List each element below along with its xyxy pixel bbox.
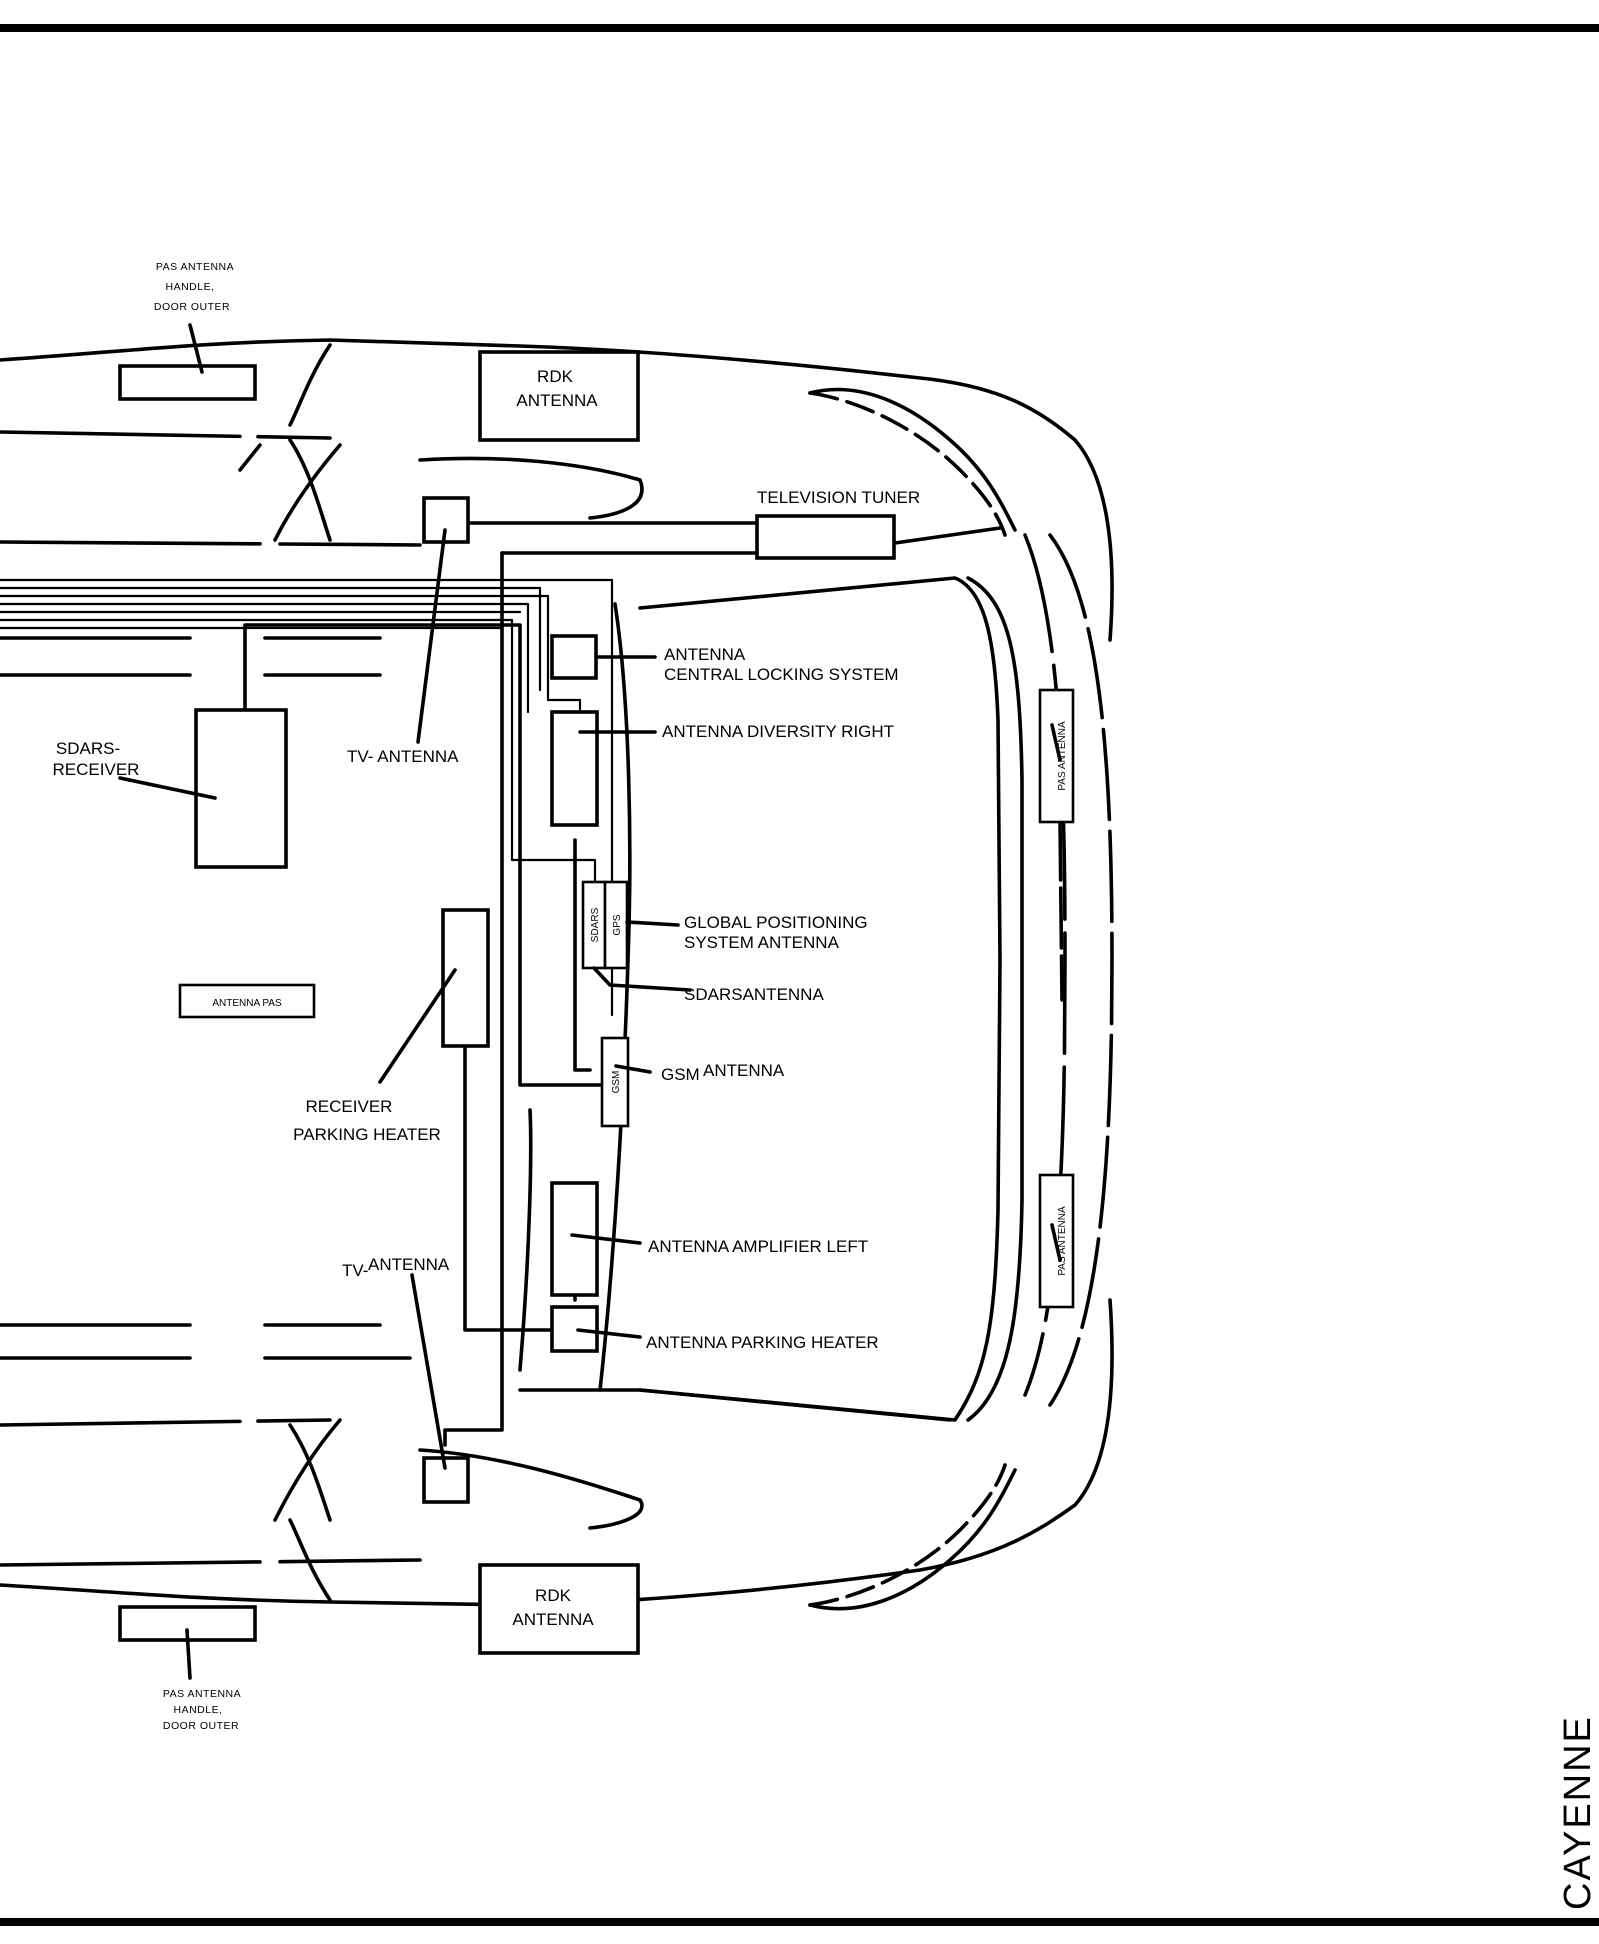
sdars-antenna-label: SDARSANTENNA [684,985,824,1004]
page-border [0,24,1599,1926]
sdars-receiver-label-2: RECEIVER [53,760,140,779]
pas-antenna-handle-top-box [118,364,257,401]
gsm-antenna-box [600,1036,630,1128]
gsm-box-label: GSM [611,1071,622,1094]
tv-antenna-bottom-prefix: TV- [342,1261,368,1280]
rdk-antenna-top-label-1: RDK [537,367,574,386]
pas-antenna-rear-lower-box [1038,1173,1075,1309]
antenna-central-locking-label-2: CENTRAL LOCKING SYSTEM [664,665,899,684]
television-tuner-label: TELEVISION TUNER [757,488,920,507]
rdk-antenna-top-box [478,350,640,442]
pas-handle-bottom-label-3: DOOR OUTER [163,1720,239,1732]
gsm-antenna-prefix: GSM [661,1065,700,1084]
antenna-amplifier-left-label: ANTENNA AMPLIFIER LEFT [648,1237,868,1256]
rdk-antenna-bottom-label-2: ANTENNA [512,1610,594,1629]
pas-antenna-rear-lower-label: PAS ANTENNA [1057,1206,1068,1276]
television-tuner-box [755,514,896,560]
sdars-receiver-label-1: SDARS- [56,739,120,758]
receiver-parking-heater-label-2: PARKING HEATER [293,1125,441,1144]
gsm-antenna-label: ANTENNA [703,1061,785,1080]
model-name: CAYENNE [1557,1715,1599,1910]
antenna-pas-box [178,983,316,1019]
component-boxes [118,350,1075,1655]
tv-antenna-top-label: TV- ANTENNA [347,747,459,766]
antenna-pas-label: ANTENNA PAS [212,998,282,1009]
sdars-box-label: SDARS [590,907,601,942]
tv-antenna-bottom-label: ANTENNA [368,1255,450,1274]
diagram-labels: RDK ANTENNA RDK ANTENNA PAS ANTENNA HAND… [53,261,1599,1910]
sdars-receiver-box [194,708,288,869]
leader-lines [118,323,1062,1680]
rdk-antenna-top-label-2: ANTENNA [516,391,598,410]
antenna-central-locking-label-1: ANTENNA [664,645,746,664]
receiver-parking-heater-label-1: RECEIVER [306,1097,393,1116]
pas-antenna-rear-upper-box [1038,688,1075,824]
gps-box-label: GPS [612,914,623,935]
antenna-diversity-right-label: ANTENNA DIVERSITY RIGHT [662,722,894,741]
antenna-diversity-right-box [550,710,599,827]
pas-handle-bottom-label-2: HANDLE, [173,1704,222,1716]
tv-antenna-bottom-box [422,1456,470,1504]
antenna-central-locking-box [550,634,598,680]
antenna-amplifier-left-box [550,1181,599,1297]
wiring-harness [0,521,1002,1447]
pas-handle-top-label-1: PAS ANTENNA [156,261,234,273]
gps-antenna-label-2: SYSTEM ANTENNA [684,933,840,952]
rdk-antenna-bottom-box [478,1563,640,1655]
antenna-parking-heater-box [550,1305,599,1353]
pas-antenna-rear-upper-label: PAS ANTENNA [1057,721,1068,791]
gps-antenna-label-1: GLOBAL POSITIONING [684,913,868,932]
antenna-parking-heater-label: ANTENNA PARKING HEATER [646,1333,879,1352]
pas-handle-top-label-3: DOOR OUTER [154,301,230,313]
pas-handle-bottom-label-1: PAS ANTENNA [163,1688,241,1700]
vehicle-body-outline [0,338,1114,1611]
gps-antenna-box [603,880,629,970]
rdk-antenna-bottom-label-1: RDK [535,1586,572,1605]
pas-handle-top-label-2: HANDLE, [165,281,214,293]
